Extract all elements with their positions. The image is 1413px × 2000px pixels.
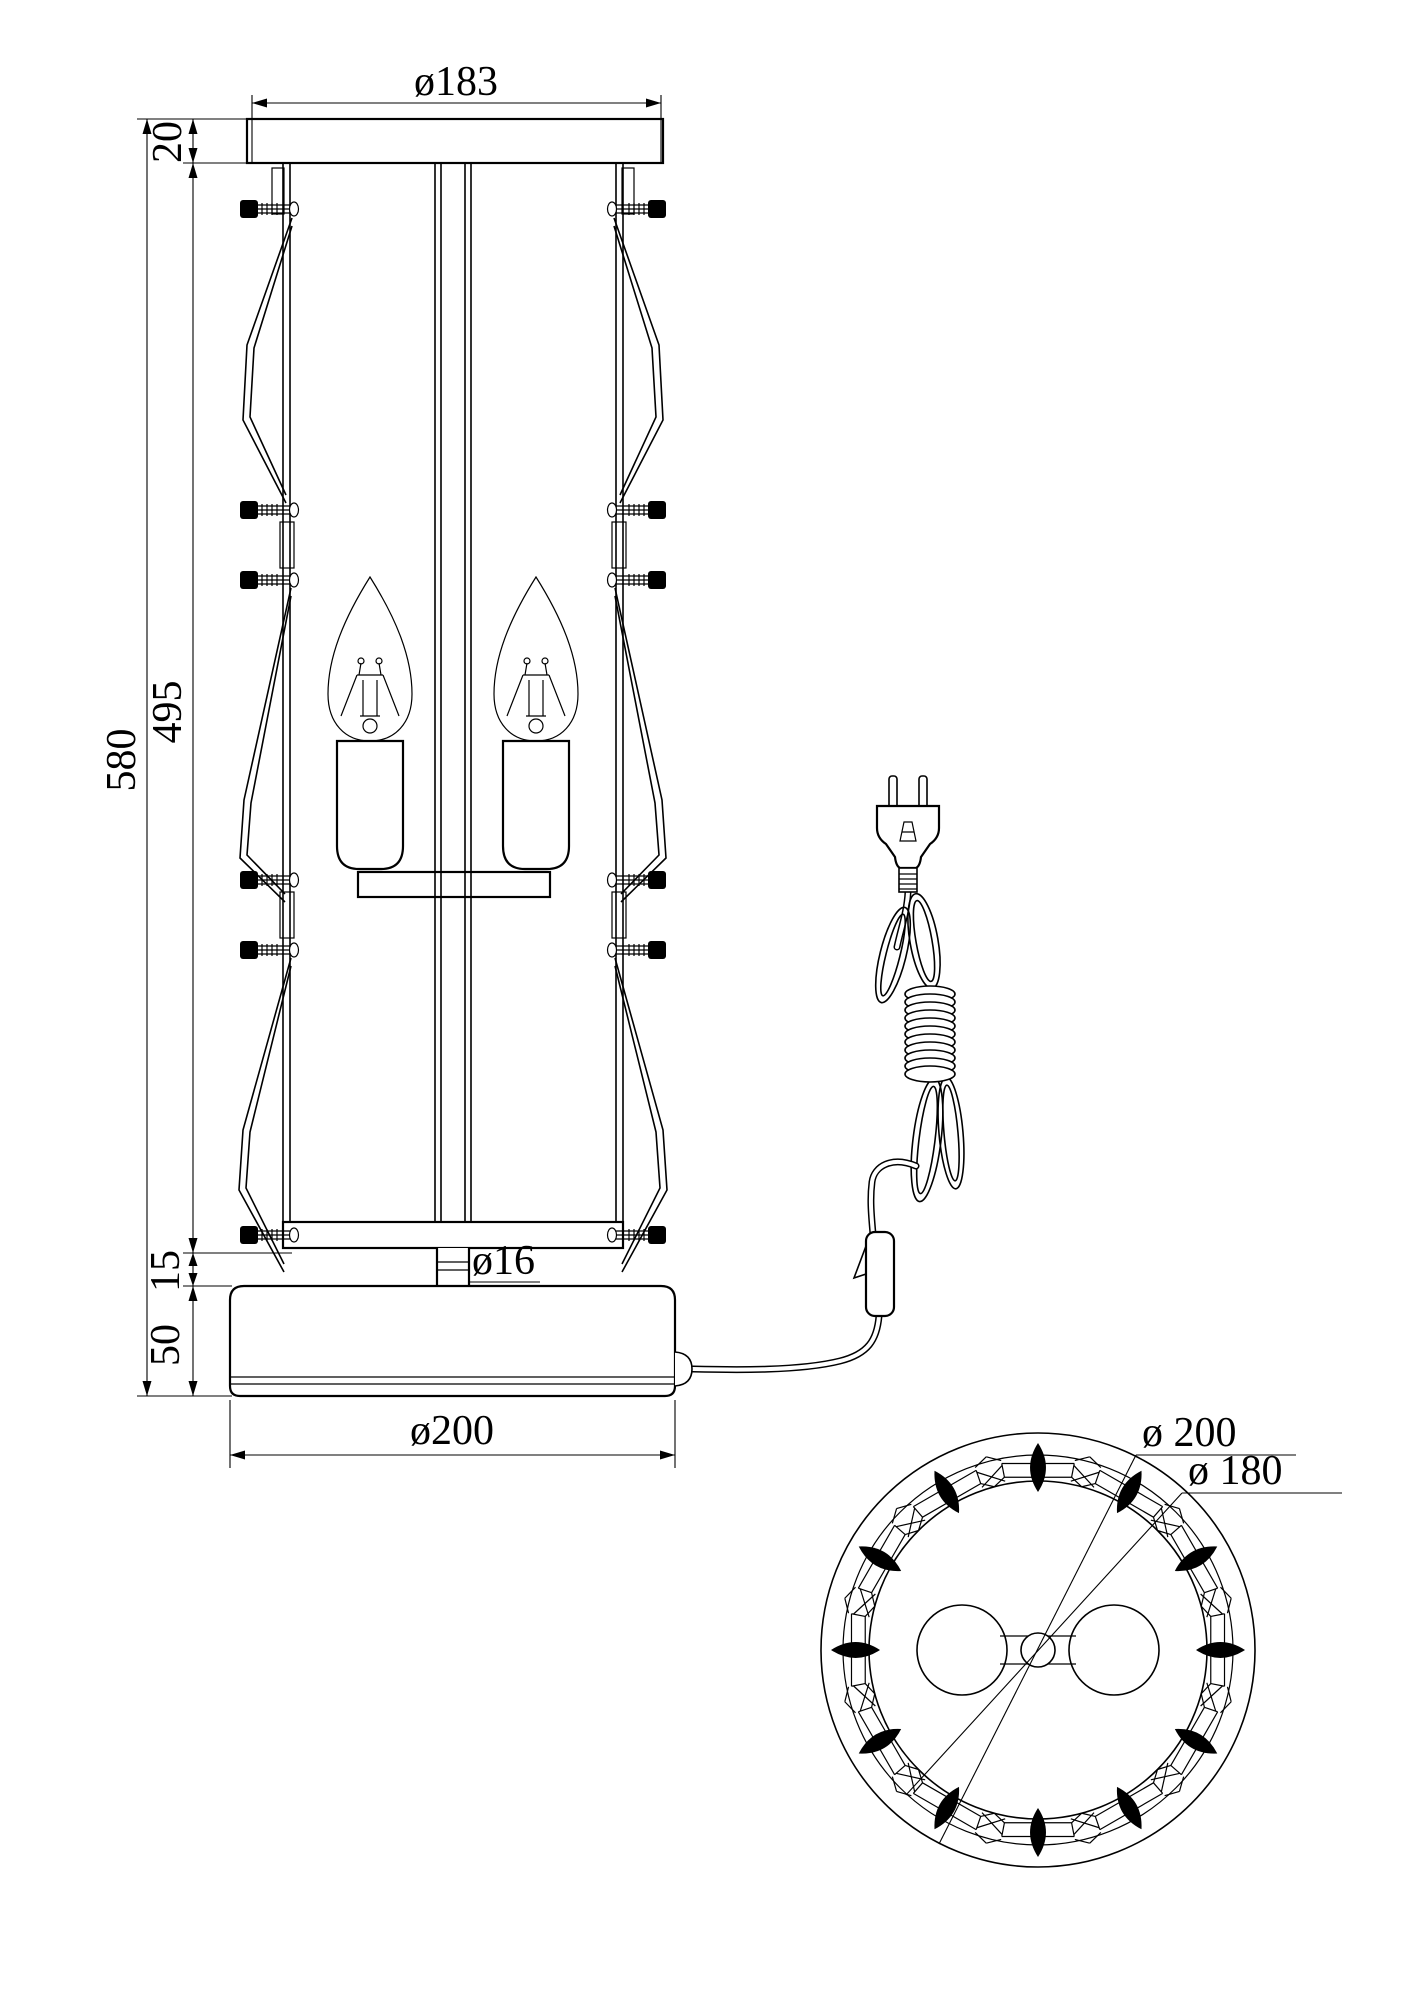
screw-fastener: [240, 501, 300, 519]
dim-top-diameter: ø183: [414, 59, 498, 105]
plan-outer-diameter-label: ø 200: [1142, 1410, 1237, 1456]
cord-coil: [904, 985, 956, 1083]
dim-base-height: 50: [143, 1324, 189, 1366]
plan-ring-diameter-label: ø 180: [1188, 1448, 1283, 1494]
dim-neck-height: 15: [143, 1250, 189, 1292]
candle-bulb-right: [493, 575, 579, 742]
bulb-socket-left: [335, 739, 405, 871]
plug-body: [875, 804, 941, 870]
screw-fastener: [606, 1226, 666, 1244]
plan-bulb-left: [916, 1604, 1008, 1696]
candle-bulb-left: [327, 575, 413, 742]
plan-outer-circle: [820, 1432, 1256, 1868]
plan-bulb-right: [1068, 1604, 1160, 1696]
dim-lantern-height: 495: [145, 681, 191, 744]
top-plate: [245, 117, 665, 165]
plug-pin-right: [918, 775, 928, 809]
power-cord-assembly: [674, 888, 965, 1387]
cage-bottom-bar: [281, 1220, 625, 1250]
screw-fastener: [240, 871, 300, 889]
leader-ring-diameter: [905, 1492, 1183, 1796]
screw-fastener: [240, 571, 300, 589]
plug-pin-left: [888, 775, 898, 809]
stem: [435, 1248, 471, 1286]
screw-fastener: [606, 200, 666, 218]
dimensions: ø183 20 580 495 15 50 ø16 ø200: [99, 59, 676, 1468]
crystal-blades-left: [238, 217, 293, 1273]
dimension-arrows: [142, 98, 675, 1460]
lamp-base: [228, 1284, 677, 1398]
socket-bracket: [356, 870, 552, 899]
power-plug: [875, 775, 941, 893]
mounting-brackets: [271, 167, 635, 939]
screw-fastener: [606, 941, 666, 959]
dim-plate-thickness: 20: [145, 121, 191, 163]
bulb-socket-right: [501, 739, 571, 871]
cage-frame: [282, 163, 624, 1222]
screw-fastener: [240, 200, 300, 218]
screw-fastener: [240, 1226, 300, 1244]
screw-fastener: [240, 941, 300, 959]
plan-view: ø 200 ø 180: [820, 1410, 1342, 1868]
center-column: [434, 163, 472, 1222]
plan-crystal-ring: [831, 1443, 1245, 1857]
screw-fastener: [606, 501, 666, 519]
inline-switch: [852, 1230, 896, 1318]
crystal-blades-right: [613, 217, 668, 1273]
leader-outer-diameter: [938, 1454, 1137, 1845]
dim-base-diameter: ø200: [410, 1408, 494, 1454]
cord-grommet: [674, 1351, 693, 1387]
plug-detail: [899, 821, 917, 842]
front-elevation-view: [228, 117, 677, 1398]
switch-lever: [852, 1245, 867, 1280]
cord-lower-loops: [910, 1076, 965, 1203]
dim-total-height: 580: [99, 729, 145, 792]
screw-fastener: [606, 571, 666, 589]
screw-fastener: [606, 871, 666, 889]
dim-stem-diameter: ø16: [472, 1238, 535, 1284]
screw-fasteners: [240, 200, 666, 1244]
